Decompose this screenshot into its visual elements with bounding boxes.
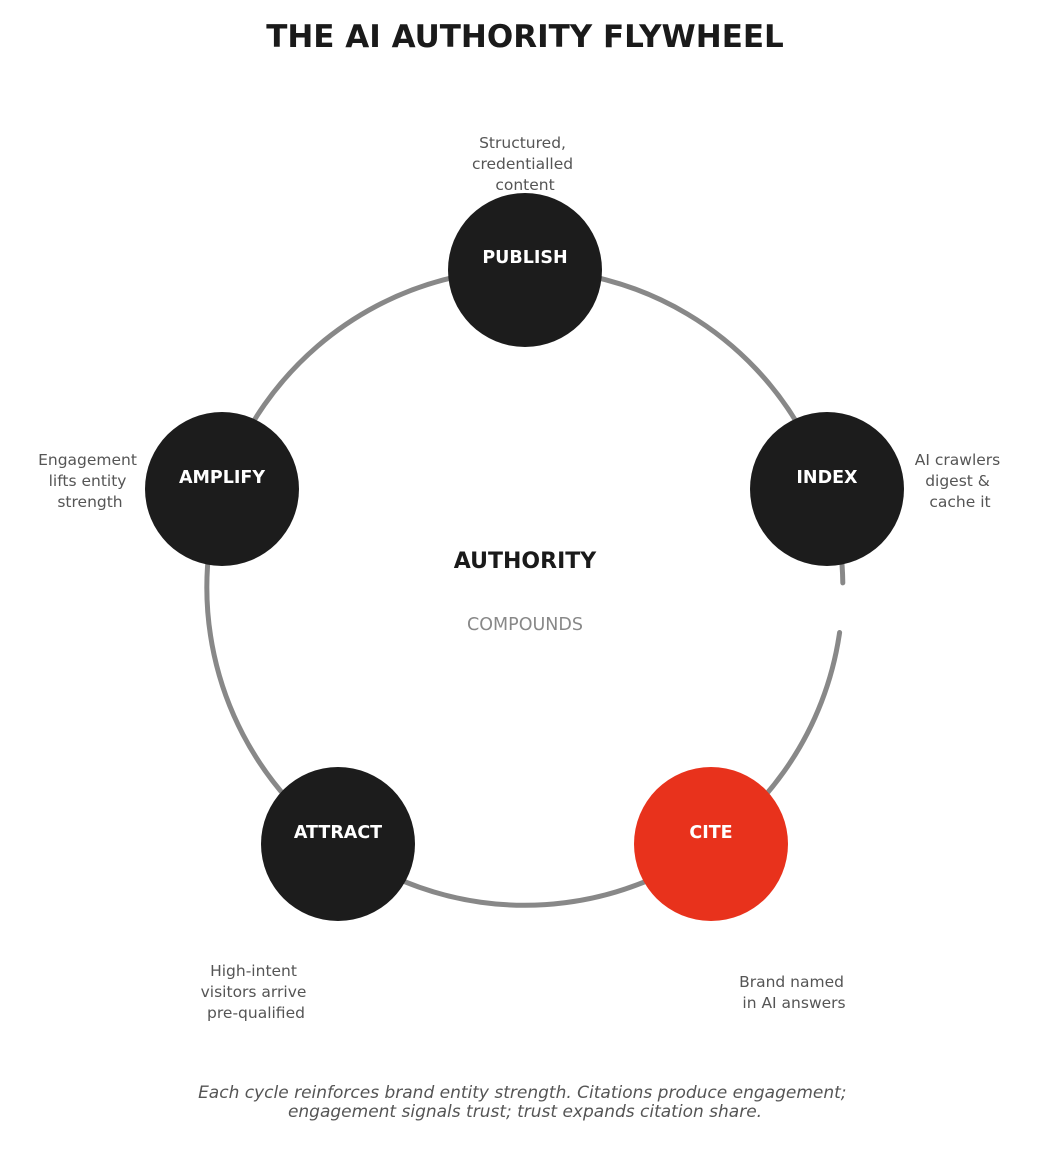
node-attract-description: High-intent visitors arrive pre-qualifie… bbox=[201, 962, 312, 1022]
node-cite-description: Brand named in AI answers bbox=[739, 973, 849, 1012]
node-cite-circle bbox=[634, 767, 788, 921]
node-attract-circle bbox=[261, 767, 415, 921]
node-index-circle bbox=[750, 412, 904, 566]
node-amplify-circle bbox=[145, 412, 299, 566]
node-index-description: AI crawlers digest & cache it bbox=[915, 451, 1005, 511]
node-attract-label: ATTRACT bbox=[294, 823, 382, 843]
node-amplify-description: Engagement lifts entity strength bbox=[38, 451, 142, 511]
node-attract: ATTRACT bbox=[261, 767, 415, 921]
node-publish: PUBLISH bbox=[448, 193, 602, 347]
node-cite: CITE bbox=[634, 767, 788, 921]
node-index: INDEX bbox=[750, 412, 904, 566]
center-subtitle: COMPOUNDS bbox=[467, 615, 583, 635]
node-publish-description: Structured, credentialled content bbox=[472, 134, 578, 194]
node-publish-circle bbox=[448, 193, 602, 347]
node-cite-label: CITE bbox=[689, 823, 732, 843]
node-amplify-label: AMPLIFY bbox=[179, 468, 265, 488]
footer-caption: Each cycle reinforces brand entity stren… bbox=[198, 1083, 852, 1122]
node-amplify: AMPLIFY bbox=[145, 412, 299, 566]
diagram-title: THE AI AUTHORITY FLYWHEEL bbox=[266, 19, 784, 55]
node-publish-label: PUBLISH bbox=[482, 248, 567, 268]
center-title: AUTHORITY bbox=[454, 549, 597, 574]
node-index-label: INDEX bbox=[796, 468, 858, 488]
